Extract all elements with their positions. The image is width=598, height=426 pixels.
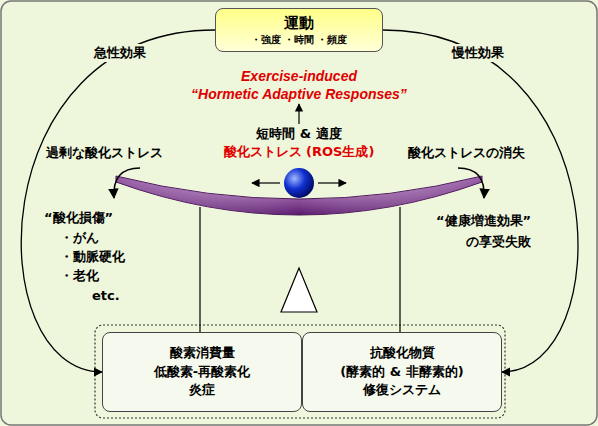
effect-arrow bbox=[383, 30, 578, 372]
up-arrow bbox=[298, 104, 299, 124]
outcome-item: ・動脈硬化 bbox=[60, 249, 125, 265]
tilt-arrow bbox=[318, 182, 346, 183]
tilt-arrow bbox=[252, 182, 280, 183]
exercise-box: 運動・強度 ・時間 ・頻度 bbox=[215, 8, 383, 52]
annotation-title: Exercise-induced bbox=[241, 68, 357, 85]
annotation-title: “Hormetic Adaptive Responses” bbox=[191, 86, 407, 103]
box-heading: 運動 bbox=[222, 14, 376, 34]
ball bbox=[284, 168, 314, 198]
curl-arrow bbox=[114, 168, 140, 198]
outcome-item: ・老化 bbox=[60, 268, 99, 284]
condition-text: 短時間 & 適度 bbox=[256, 126, 341, 142]
dotted-group bbox=[95, 325, 505, 418]
outcome-heading: “酸化損傷” bbox=[44, 210, 113, 226]
side-label: 酸化ストレスの消失 bbox=[408, 145, 525, 161]
box-text: (酵素的 & 非酵素的) bbox=[307, 363, 497, 382]
support-line bbox=[199, 207, 200, 332]
process-box: 酸素消費量低酸素-再酸素化炎症 bbox=[102, 332, 302, 412]
edge-label: 急性効果 bbox=[91, 44, 149, 62]
side-label: 過剰な酸化ストレス bbox=[46, 145, 163, 161]
box-heading: 抗酸化物質 bbox=[307, 344, 497, 363]
box-heading: 酸素消費量 bbox=[107, 344, 297, 363]
stress-label: 酸化ストレス (ROS生成) bbox=[224, 144, 375, 160]
box-text: 炎症 bbox=[107, 381, 297, 400]
edge-label: 慢性効果 bbox=[449, 44, 507, 62]
outcome-text: の享受失敗 bbox=[466, 234, 531, 250]
process-box: 抗酸化物質(酵素的 & 非酵素的)修復システム bbox=[302, 332, 502, 412]
support-line bbox=[399, 207, 400, 332]
box-text: 低酸素-再酸素化 bbox=[107, 363, 297, 382]
outcome-item: etc. bbox=[92, 288, 120, 304]
box-text: 修復システム bbox=[307, 381, 497, 400]
effect-arrow bbox=[21, 30, 215, 372]
curl-arrow bbox=[458, 168, 484, 198]
box-text: ・強度 ・時間 ・頻度 bbox=[222, 33, 376, 46]
outcome-item: ・がん bbox=[60, 230, 99, 246]
fulcrum bbox=[281, 268, 317, 312]
outcome-heading: “健康増進効果” bbox=[436, 213, 531, 229]
